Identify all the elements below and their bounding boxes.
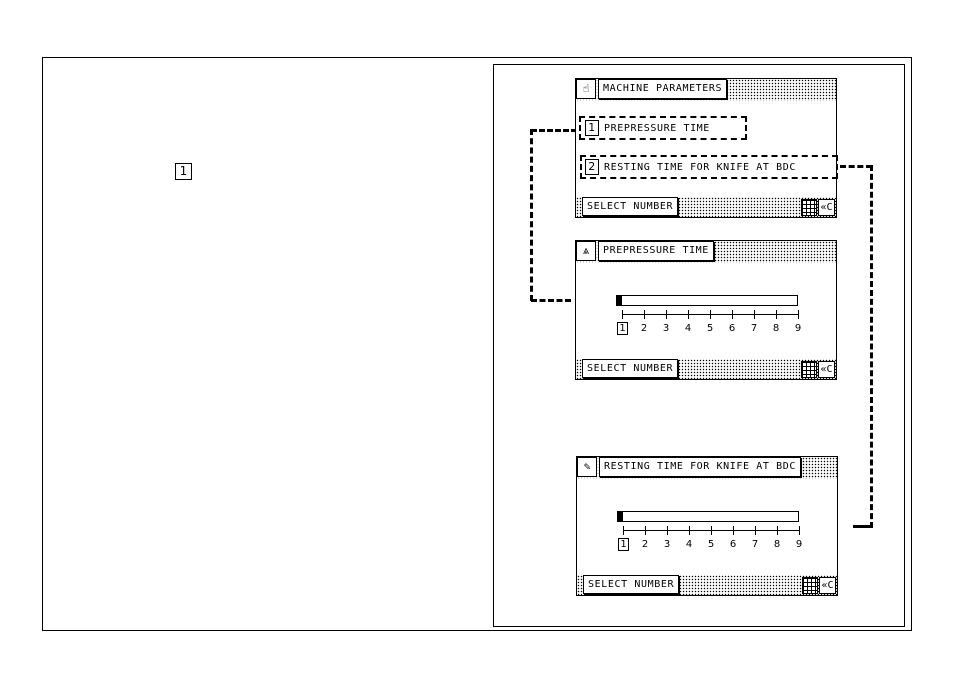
level-bar (617, 511, 799, 522)
item-number: 2 (585, 159, 599, 175)
item-number: 1 (585, 120, 599, 136)
scale-number-8[interactable]: 8 (770, 538, 784, 552)
select-number-button[interactable]: SELECT NUMBER (582, 197, 678, 216)
menu-item-resting-time[interactable]: 2 RESTING TIME FOR KNIFE AT BDC (585, 158, 796, 177)
select-number-button[interactable]: SELECT NUMBER (582, 359, 678, 378)
scale-tick (622, 310, 623, 319)
scale-number-3[interactable]: 3 (660, 538, 674, 552)
scale-number-1[interactable]: 1 (617, 322, 628, 335)
connector-line (853, 525, 873, 528)
scale-number-4[interactable]: 4 (681, 322, 695, 336)
scale-tick (732, 310, 733, 319)
back-clear-button[interactable]: «C (818, 199, 835, 216)
level-bar (616, 295, 798, 306)
scale-number-2[interactable]: 2 (638, 538, 652, 552)
scale-tick (755, 526, 756, 535)
connector-line (530, 129, 533, 301)
scale-number-5[interactable]: 5 (703, 322, 717, 336)
scale-number-7[interactable]: 7 (747, 322, 761, 336)
select-number-button[interactable]: SELECT NUMBER (583, 575, 679, 594)
back-clear-button[interactable]: «C (818, 361, 835, 378)
connector-line (870, 165, 873, 528)
connector-line (531, 129, 577, 132)
back-clear-button[interactable]: «C (819, 577, 836, 594)
scale-number-1[interactable]: 1 (618, 538, 629, 551)
screen-title: RESTING TIME FOR KNIFE AT BDC (599, 457, 801, 477)
keypad-icon[interactable] (801, 361, 817, 378)
scale-tick (798, 310, 799, 319)
hand-pointer-icon: ☝ (576, 79, 596, 99)
screen-title: MACHINE PARAMETERS (598, 79, 727, 99)
scale-tick (645, 526, 646, 535)
level-bar-fill (617, 296, 622, 305)
scale-tick (710, 310, 711, 319)
scale-number-9[interactable]: 9 (791, 322, 805, 336)
callout-number-box: 1 (175, 163, 192, 180)
scale-tick (733, 526, 734, 535)
scale-number-2[interactable]: 2 (637, 322, 651, 336)
scale-number-4[interactable]: 4 (682, 538, 696, 552)
scale-tick (644, 310, 645, 319)
menu-item-prepressure[interactable]: 1 PREPRESSURE TIME (585, 119, 710, 138)
scale-number-7[interactable]: 7 (748, 538, 762, 552)
scale-tick (799, 526, 800, 535)
scale-tick (777, 526, 778, 535)
knife-icon: ✎ (577, 457, 597, 477)
scale-tick (776, 310, 777, 319)
screen-title: PREPRESSURE TIME (598, 241, 714, 261)
keypad-icon[interactable] (801, 199, 817, 216)
scale-tick (754, 310, 755, 319)
connector-line (531, 299, 571, 302)
scale-tick (666, 310, 667, 319)
keypad-icon[interactable] (802, 577, 818, 594)
level-bar-fill (618, 512, 623, 521)
scale-number-6[interactable]: 6 (726, 538, 740, 552)
scale-tick (688, 310, 689, 319)
machine-parameters-screen: ☝ MACHINE PARAMETERS 1 PREPRESSURE TIME 2… (575, 78, 837, 218)
scale-tick (623, 526, 624, 535)
connector-line (840, 165, 872, 168)
scale-number-3[interactable]: 3 (659, 322, 673, 336)
scale-number-9[interactable]: 9 (792, 538, 806, 552)
item-label: RESTING TIME FOR KNIFE AT BDC (604, 162, 796, 173)
item-label: PREPRESSURE TIME (604, 123, 710, 134)
scale-tick (667, 526, 668, 535)
scale-number-6[interactable]: 6 (725, 322, 739, 336)
scale-number-8[interactable]: 8 (769, 322, 783, 336)
scale-tick (711, 526, 712, 535)
scale-number-5[interactable]: 5 (704, 538, 718, 552)
press-icon: ⩓ (576, 241, 596, 261)
scale-tick (689, 526, 690, 535)
